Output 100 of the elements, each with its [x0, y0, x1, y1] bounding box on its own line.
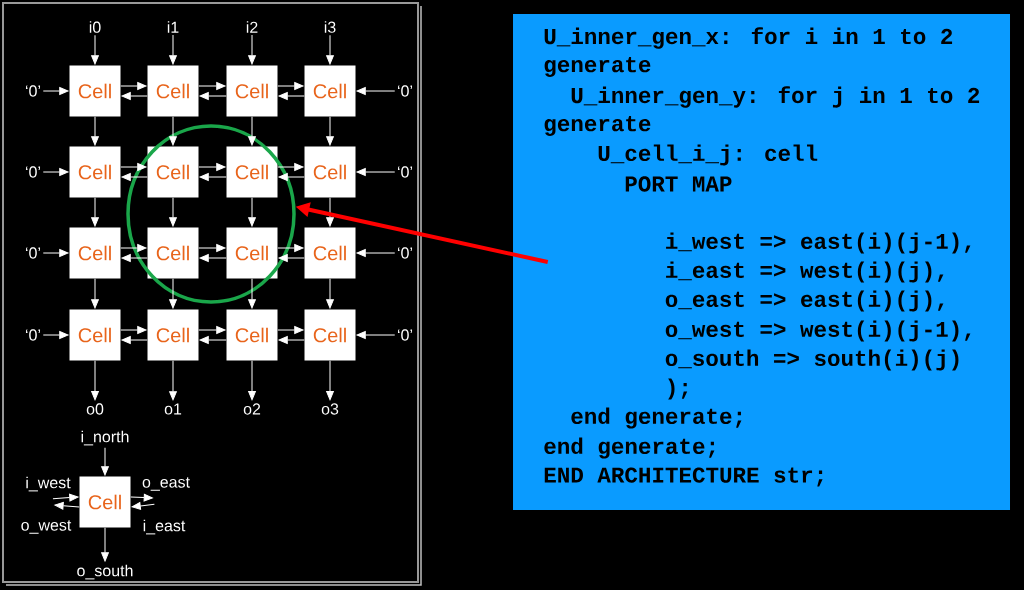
signal-label: o2	[243, 403, 261, 415]
signal-label: o_west	[21, 520, 72, 534]
cell-box: Cell	[304, 309, 356, 361]
arrow	[52, 493, 79, 502]
cell-box: Cell	[226, 146, 278, 198]
code-line: );	[668, 378, 688, 400]
arrow	[199, 92, 227, 100]
arrow	[326, 278, 334, 309]
code-line: end generate;	[544, 437, 715, 459]
code-line: U_cell_i_j: cell	[598, 144, 818, 166]
code-line: END ARCHITECTURE str;	[544, 467, 823, 487]
cell-box: Cell	[147, 146, 199, 198]
cell-box: Cell	[69, 227, 121, 279]
signal-label: o0	[86, 403, 104, 415]
code-line: generate	[544, 116, 651, 136]
signal-label: i1	[167, 21, 179, 33]
arrow	[169, 116, 177, 146]
arrow	[169, 278, 177, 309]
arrow	[91, 360, 99, 401]
arrow	[42, 87, 69, 95]
code-line: U_inner_gen_y: for j in 1 to 2	[571, 86, 980, 108]
signal-label: ‘0’	[26, 166, 40, 178]
code-line: i_east => west(i)(j),	[666, 261, 944, 283]
arrow	[326, 360, 334, 401]
arrow	[248, 116, 256, 146]
arrow	[278, 336, 305, 344]
signal-label: i2	[246, 21, 258, 33]
signal-label: i_north	[81, 430, 129, 446]
arrow	[169, 197, 177, 227]
signal-label: ‘0’	[26, 85, 40, 97]
arrow	[248, 197, 256, 227]
cell-box: Cell	[147, 65, 199, 117]
cell-box: Cell	[304, 65, 356, 117]
arrow	[277, 163, 304, 171]
arrow	[326, 116, 334, 146]
signal-label: ‘0’	[398, 166, 412, 178]
signal-label: o1	[164, 403, 182, 415]
cell-box: Cell	[304, 146, 356, 198]
cell-box: Cell	[69, 146, 121, 198]
arrow	[101, 447, 109, 476]
cell-box: Cell	[79, 476, 131, 528]
arrow	[199, 336, 227, 344]
arrow	[91, 116, 99, 146]
code-line: end generate;	[571, 407, 742, 429]
cell-box: Cell	[304, 227, 356, 279]
arrow	[54, 501, 80, 510]
signal-label: ‘0’	[398, 247, 412, 259]
arrow	[326, 34, 334, 65]
arrow	[91, 197, 99, 227]
arrow	[101, 527, 109, 562]
code-line: o_west => west(i)(j-1),	[665, 320, 971, 342]
arrow	[42, 168, 69, 176]
signal-label: o3	[321, 403, 339, 415]
arrow	[42, 249, 69, 257]
signal-label: ‘0’	[398, 329, 412, 341]
arrow	[131, 502, 155, 510]
arrow	[130, 493, 153, 502]
arrow	[169, 360, 177, 401]
cell-box: Cell	[147, 227, 199, 279]
arrow	[198, 82, 226, 90]
arrow	[91, 278, 99, 309]
arrow	[356, 168, 396, 176]
arrow	[121, 92, 148, 100]
cell-box: Cell	[69, 65, 121, 117]
code-line: U_inner_gen_x: for i in 1 to 2	[544, 27, 953, 49]
arrow	[248, 278, 256, 309]
arrow	[121, 254, 148, 262]
arrow	[120, 326, 147, 334]
arrow	[248, 360, 256, 401]
arrow	[278, 254, 305, 262]
arrow	[198, 244, 226, 252]
arrow	[248, 34, 256, 65]
arrow	[198, 326, 226, 334]
code-line: PORT MAP	[625, 176, 732, 192]
code-line: generate	[544, 57, 651, 77]
signal-label: ‘0’	[398, 85, 412, 97]
code-line: o_east => east(i)(j),	[665, 290, 944, 312]
arrow	[278, 92, 305, 100]
arrow	[120, 163, 147, 171]
arrow	[120, 244, 147, 252]
cell-box: Cell	[147, 309, 199, 361]
arrow	[356, 331, 396, 339]
arrow	[121, 336, 148, 344]
arrow	[199, 173, 227, 181]
cell-box: Cell	[226, 309, 278, 361]
signal-label: ‘0’	[26, 329, 40, 341]
arrow	[169, 34, 177, 65]
arrow	[42, 331, 69, 339]
arrow	[356, 87, 396, 95]
arrow	[278, 173, 305, 181]
arrow	[356, 249, 396, 257]
highlight-ellipse	[126, 124, 296, 304]
arrow	[91, 34, 99, 65]
signal-label: i3	[324, 21, 336, 33]
signal-label: o_east	[142, 477, 190, 491]
arrow	[121, 173, 148, 181]
signal-label: i0	[89, 21, 101, 33]
signal-label: o_south	[77, 564, 133, 580]
arrow	[199, 254, 227, 262]
signal-label: ‘0’	[26, 247, 40, 259]
